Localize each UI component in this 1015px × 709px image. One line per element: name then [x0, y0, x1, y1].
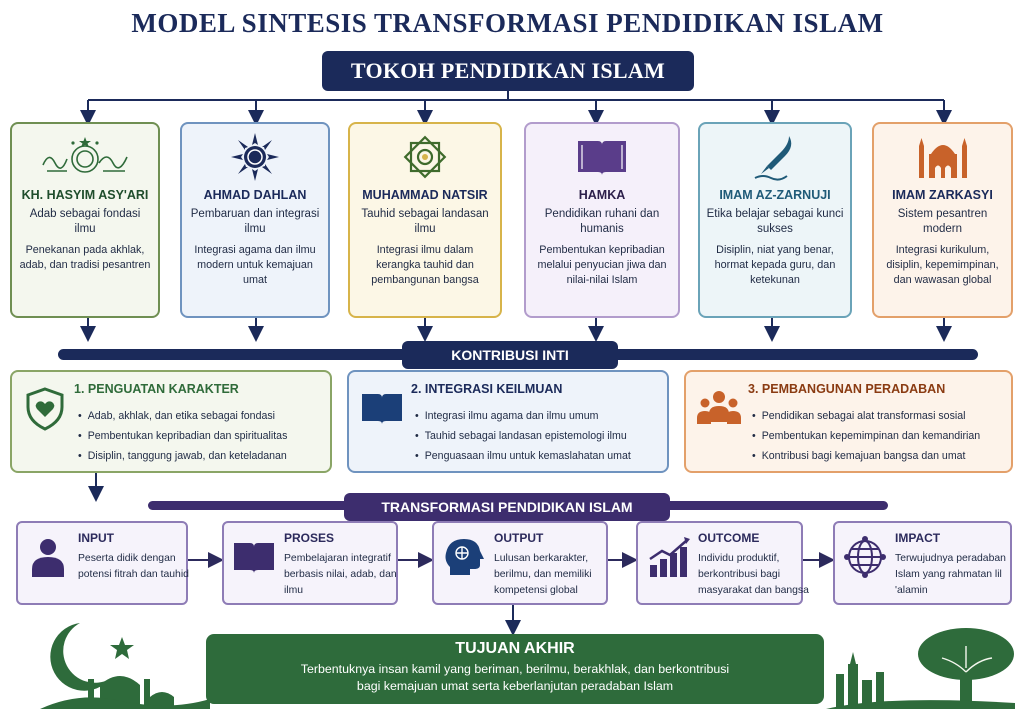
tokoh-name: MUHAMMAD NATSIR: [362, 188, 488, 202]
flow-input: INPUT Peserta didik dengan potensi fitra…: [16, 521, 189, 605]
crescent-mosque-illustration: [40, 623, 210, 709]
tokoh-name: IMAM ZARKASYI: [892, 188, 993, 202]
tokoh-description: Integrasi ilmu dalam kerangka tauhid dan…: [371, 244, 479, 286]
tokoh-subtitle: Tauhid sebagai landasan ilmu: [361, 208, 489, 235]
flow-output: OUTPUT Lulusan berkarakter, berilmu, dan…: [432, 521, 608, 605]
tujuan-description-line1: Terbentuknya insan kamil yang beriman, b…: [300, 662, 730, 676]
open-book-icon: [362, 394, 402, 424]
tujuan-description-line2: bagi kemajuan umat serta keberlanjutan p…: [356, 679, 674, 693]
tokoh-subtitle: Pembaruan dan integrasi ilmu: [190, 208, 320, 235]
open-book-icon: [532, 130, 672, 184]
tujuan-title: TUJUAN AKHIR: [455, 640, 575, 657]
flow-outcome: OUTCOME Individu produktif, berkontribus…: [636, 521, 809, 605]
kontribusi-title: 2. INTEGRASI KEILMUAN: [411, 382, 563, 396]
flow-description: Individu produktif, berkontribusi bagi m…: [698, 553, 809, 596]
tokoh-card-dahlan: AHMAD DAHLAN Pembaruan dan integrasi ilm…: [180, 122, 330, 318]
list-item: Pendidikan sebagai alat transformasi sos…: [752, 406, 980, 426]
kontribusi-header: KONTRIBUSI INTI: [402, 341, 618, 369]
calligraphy-icon: [18, 130, 152, 184]
list-item: Adab, akhlak, dan etika sebagai fondasi: [78, 406, 287, 426]
tokoh-name: AHMAD DAHLAN: [203, 188, 307, 202]
tokoh-description: Pembentukan kepribadian melalui penyucia…: [537, 244, 667, 286]
flow-description: Lulusan berkarakter, berilmu, dan memili…: [494, 553, 592, 596]
quill-pen-icon: [706, 130, 844, 184]
flow-title: IMPACT: [895, 531, 941, 545]
flow-description: Peserta didik dengan potensi fitrah dan …: [78, 553, 189, 580]
tokoh-header: TOKOH PENDIDIKAN ISLAM: [322, 51, 694, 91]
main-title: MODEL SINTESIS TRANSFORMASI PENDIDIKAN I…: [131, 8, 884, 38]
tokoh-subtitle: Etika belajar sebagai kunci sukses: [706, 208, 844, 235]
kontribusi-title: 1. PENGUATAN KARAKTER: [74, 382, 239, 396]
kontribusi-title: 3. PEMBANGUNAN PERADABAN: [748, 382, 946, 396]
kontribusi-list: Pendidikan sebagai alat transformasi sos…: [752, 406, 980, 466]
globe-network-icon: [844, 536, 886, 578]
kontribusi-karakter: 1. PENGUATAN KARAKTER Adab, akhlak, dan …: [10, 370, 332, 473]
kontribusi-peradaban: 3. PEMBANGUNAN PERADABAN Pendidikan seba…: [684, 370, 1013, 473]
tokoh-name: IMAM AZ-ZARNUJI: [719, 188, 831, 202]
shield-heart-icon: [26, 387, 64, 431]
flow-title: OUTPUT: [494, 531, 544, 545]
growth-chart-icon: [649, 537, 690, 577]
flow-title: INPUT: [78, 531, 114, 545]
tokoh-description: Disiplin, niat yang benar, hormat kepada…: [714, 244, 836, 286]
transformasi-header: TRANSFORMASI PENDIDIKAN ISLAM: [344, 493, 670, 521]
flow-impact: IMPACT Terwujudnya peradaban Islam yang …: [833, 521, 1012, 605]
people-group-icon: [697, 391, 741, 424]
tokoh-description: Integrasi kurikulum, disiplin, kepemimpi…: [886, 244, 999, 286]
head-brain-icon: [445, 539, 484, 575]
tokoh-name: KH. HASYIM ASY'ARI: [21, 188, 149, 202]
person-icon: [32, 539, 64, 577]
kontribusi-list: Integrasi ilmu agama dan ilmu umum Tauhi…: [415, 406, 631, 466]
flow-description: Pembelajaran integratif berbasis nilai, …: [284, 553, 397, 596]
kontribusi-list: Adab, akhlak, dan etika sebagai fondasi …: [78, 406, 288, 466]
tokoh-card-zarkasyi: IMAM ZARKASYI Sistem pesantren modern In…: [872, 122, 1013, 318]
list-item: Disiplin, tanggung jawab, dan keteladana…: [78, 446, 287, 466]
tokoh-card-hasyim: KH. HASYIM ASY'ARI Adab sebagai fondasi …: [10, 122, 160, 318]
kontribusi-integrasi: 2. INTEGRASI KEILMUAN Integrasi ilmu aga…: [347, 370, 669, 473]
flow-title: OUTCOME: [698, 531, 760, 545]
list-item: Tauhid sebagai landasan epistemologi ilm…: [415, 426, 631, 446]
city-tree-illustration: [826, 628, 1015, 709]
flow-proses: PROSES Pembelajaran integratif berbasis …: [222, 521, 398, 605]
mosque-icon: [880, 130, 1005, 184]
list-item: Kontribusi bagi kemajuan bangsa dan umat: [752, 446, 980, 466]
flow-description: Terwujudnya peradaban Islam yang rahmata…: [895, 553, 1006, 596]
tokoh-subtitle: Sistem pesantren modern: [897, 208, 988, 235]
tokoh-name: HAMKA: [578, 188, 626, 202]
tokoh-card-zarnuji: IMAM AZ-ZARNUJI Etika belajar sebagai ku…: [698, 122, 852, 318]
list-item: Integrasi ilmu agama dan ilmu umum: [415, 406, 631, 426]
tokoh-card-hamka: HAMKA Pendidikan ruhani dan humanis Pemb…: [524, 122, 680, 318]
list-item: Pembentukan kepemimpinan dan kemandirian: [752, 426, 980, 446]
open-book-icon: [234, 543, 274, 573]
tujuan-akhir-box: TUJUAN AKHIR Terbentuknya insan kamil ya…: [206, 634, 824, 704]
islamic-star-emblem-icon: [356, 130, 494, 184]
list-item: Penguasaan ilmu untuk kemaslahatan umat: [415, 446, 631, 466]
tokoh-subtitle: Pendidikan ruhani dan humanis: [544, 208, 660, 235]
tokoh-description: Penekanan pada akhlak, adab, dan tradisi…: [19, 244, 151, 271]
flow-title: PROSES: [284, 531, 335, 545]
muhammadiyah-sun-icon: [188, 130, 322, 184]
tokoh-description: Integrasi agama dan ilmu modern untuk ke…: [194, 244, 316, 286]
tokoh-subtitle: Adab sebagai fondasi ilmu: [29, 208, 141, 235]
tokoh-card-natsir: MUHAMMAD NATSIR Tauhid sebagai landasan …: [348, 122, 502, 318]
list-item: Pembentukan kepribadian dan spiritualita…: [78, 426, 288, 446]
